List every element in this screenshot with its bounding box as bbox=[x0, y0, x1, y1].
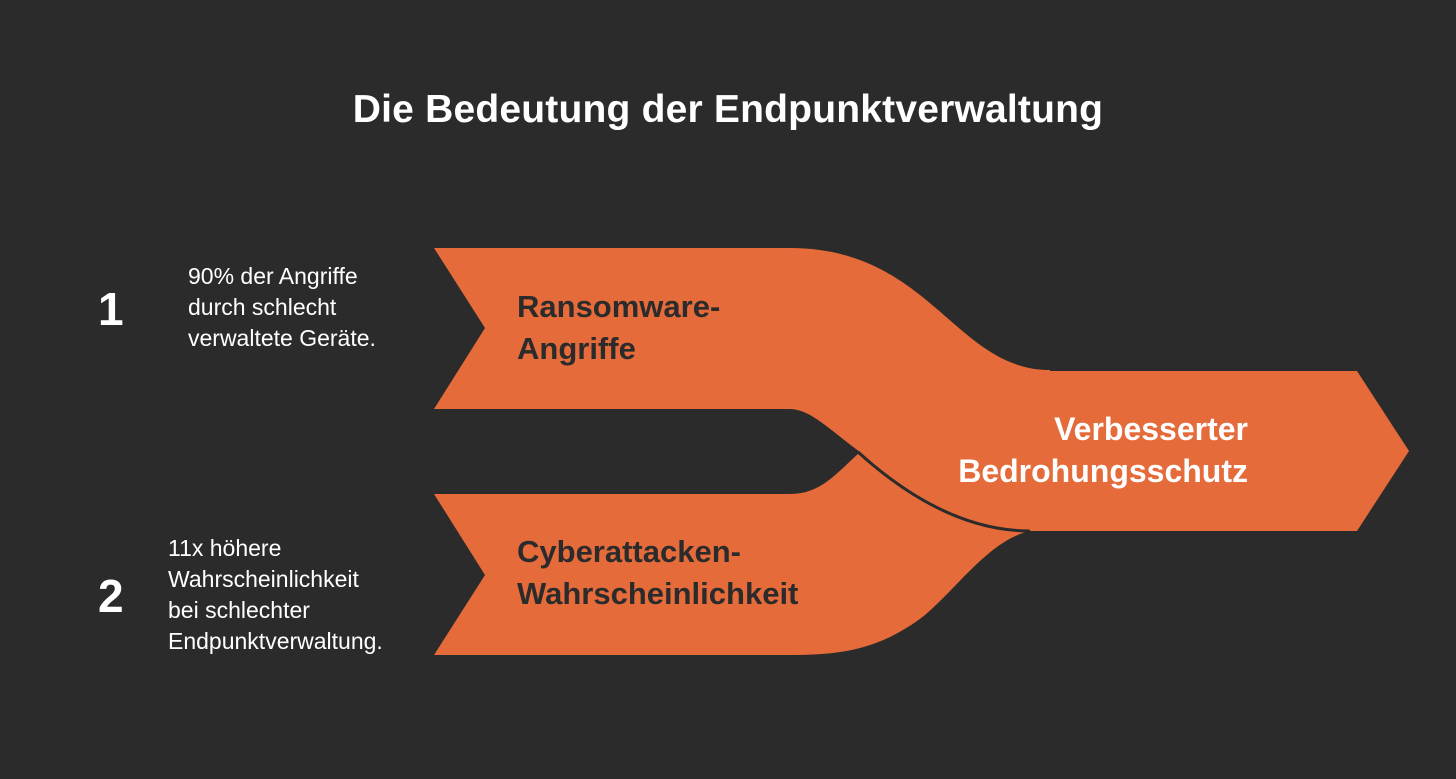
arrow-label-ransomware: Ransomware- Angriffe bbox=[517, 289, 721, 366]
page-title: Die Bedeutung der Endpunktverwaltung bbox=[352, 88, 1104, 131]
arrow-merged bbox=[1030, 371, 1409, 531]
item-description-1: 90% der Angriffe durch schlecht verwalte… bbox=[188, 263, 376, 351]
item-number-2: 2 bbox=[98, 570, 124, 622]
item-description-2: 11x höhere Wahrscheinlichkeit bei schlec… bbox=[168, 535, 383, 654]
item-number-1: 1 bbox=[98, 283, 124, 335]
merge-seam-line bbox=[856, 450, 1031, 533]
arrow-label-cyberattacks: Cyberattacken- Wahrscheinlichkeit bbox=[517, 534, 799, 611]
result-label: Verbesserter Bedrohungsschutz bbox=[958, 411, 1248, 489]
arrow-branch-2 bbox=[434, 452, 1030, 655]
arrow-branch-1 bbox=[434, 248, 1050, 531]
